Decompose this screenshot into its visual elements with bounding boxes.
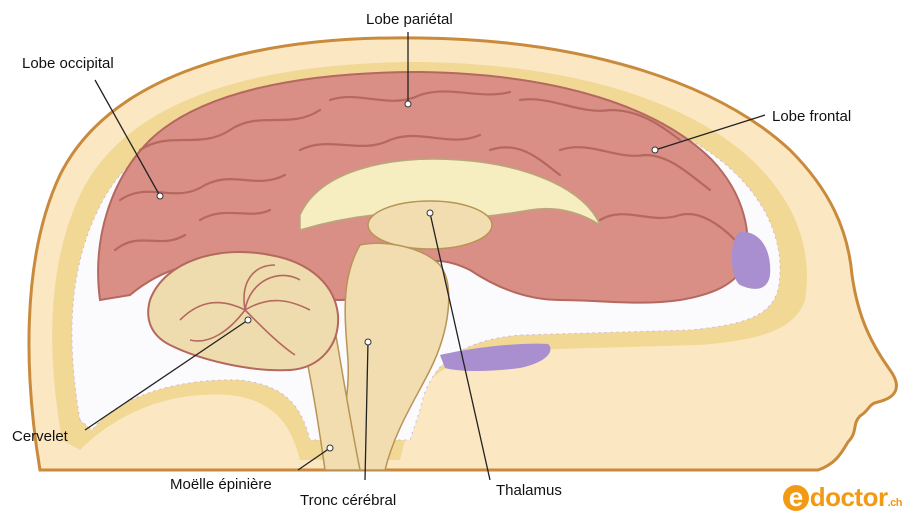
label-thalamus: Thalamus: [496, 482, 562, 500]
logo-e-mark: e: [783, 485, 809, 511]
logo-text: doctor: [810, 482, 888, 512]
dot-moelle: [327, 445, 333, 451]
label-moelle-epiniere: Moëlle épinière: [170, 476, 272, 494]
thalamus: [368, 201, 492, 249]
label-lobe-frontal: Lobe frontal: [772, 108, 851, 126]
label-lobe-parietal: Lobe pariétal: [366, 11, 453, 29]
dot-frontal: [652, 147, 658, 153]
label-lobe-occipital: Lobe occipital: [22, 55, 114, 73]
dot-occipital: [157, 193, 163, 199]
label-tronc-cerebral: Tronc cérébral: [300, 492, 396, 510]
dot-cervelet: [245, 317, 251, 323]
dot-thalamus: [427, 210, 433, 216]
label-cervelet: Cervelet: [12, 428, 68, 446]
dot-tronc: [365, 339, 371, 345]
logo-suffix: .ch: [888, 497, 902, 509]
dot-parietal: [405, 101, 411, 107]
